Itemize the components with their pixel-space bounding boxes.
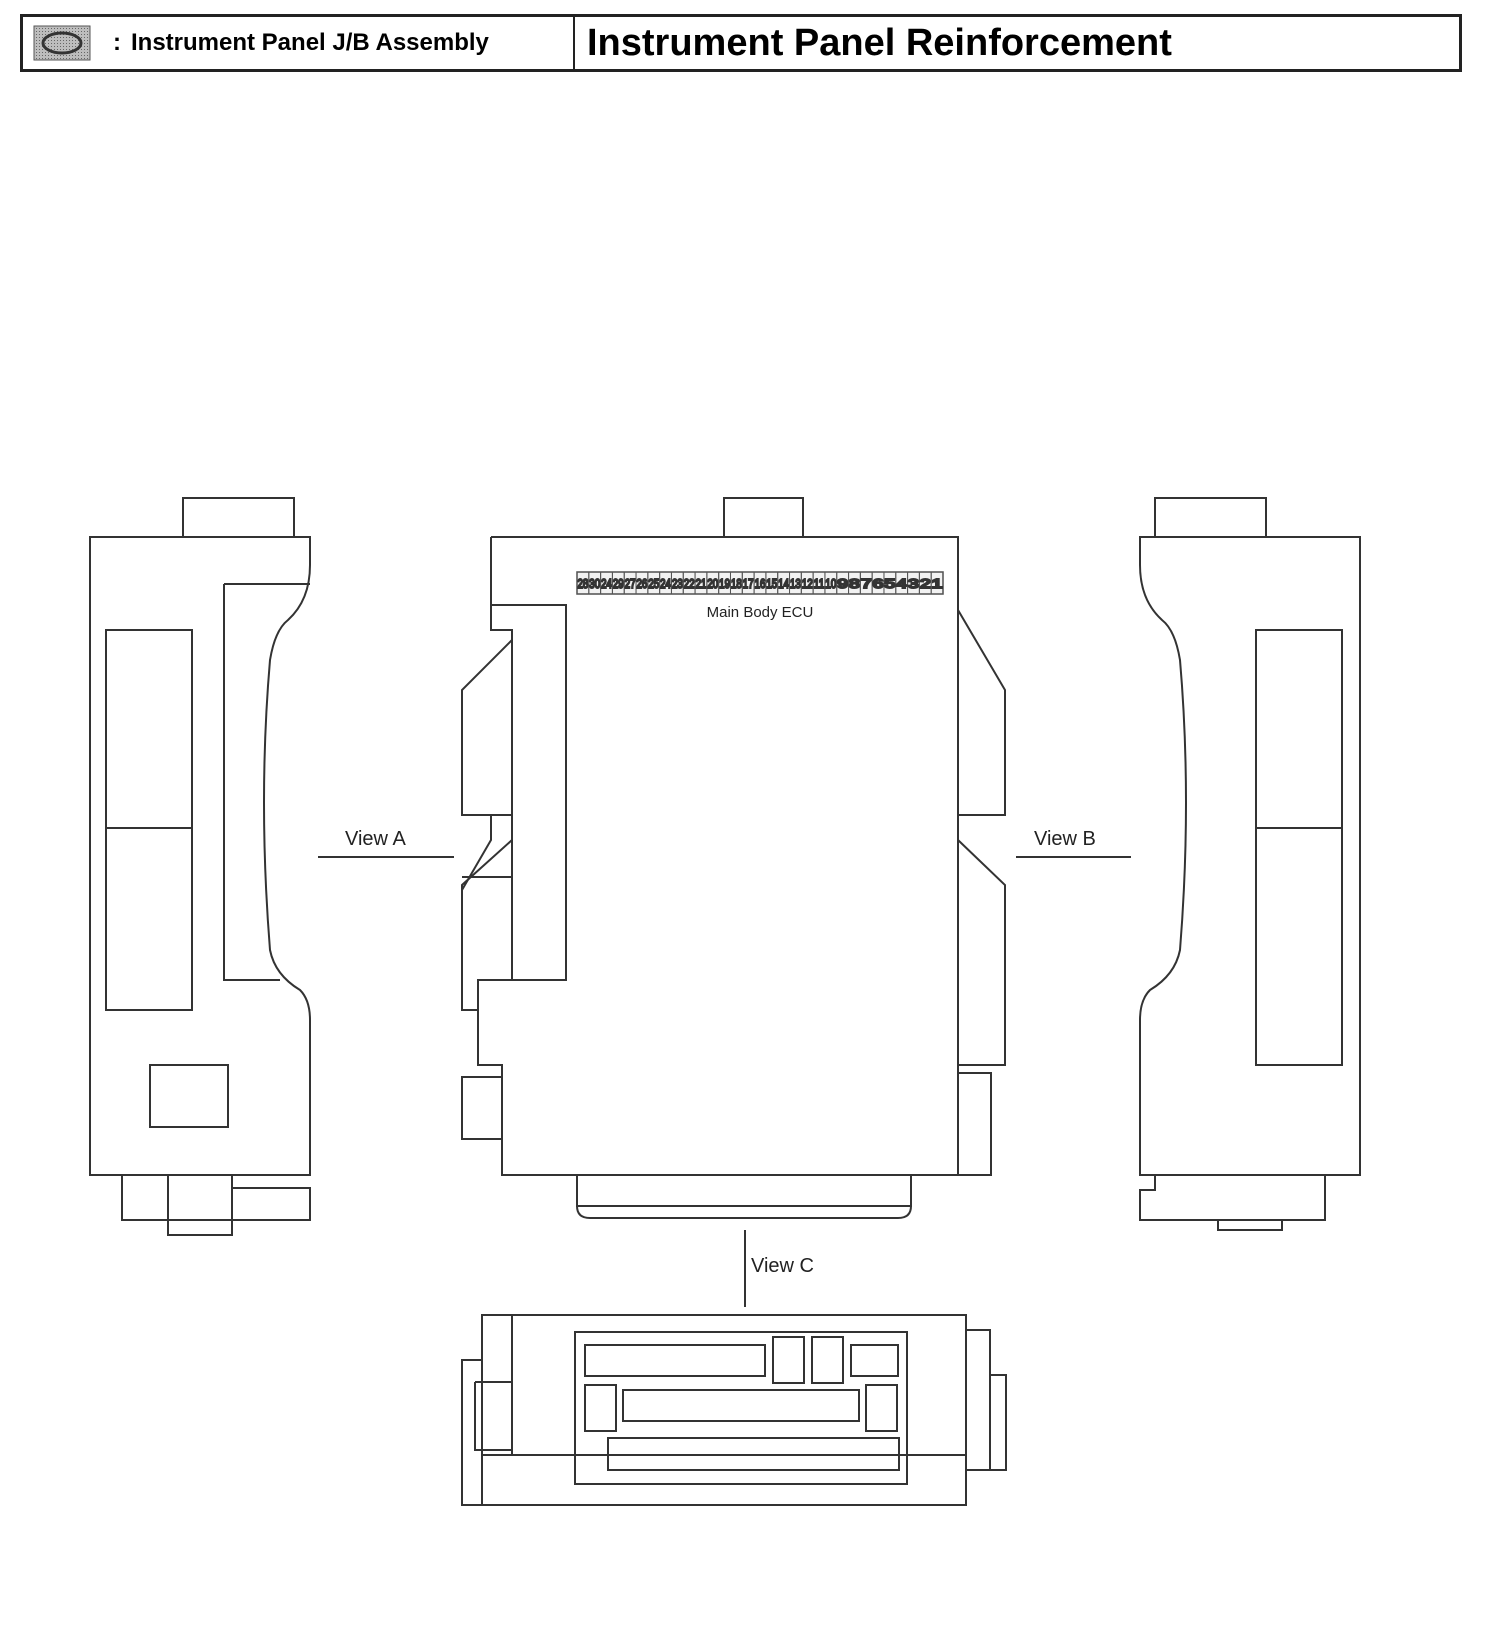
- connector-pin-number: 13: [790, 576, 801, 591]
- connector-pin-number: 22: [684, 576, 695, 591]
- connector-pin-number: 7: [861, 576, 872, 591]
- connector-pin-number: 29: [613, 576, 624, 591]
- ecu-label: Main Body ECU: [707, 604, 814, 621]
- header-bar: : Instrument Panel J/B Assembly Instrume…: [20, 14, 1462, 72]
- connector-pin-number: 5: [884, 576, 895, 591]
- connector-pin-number: 4: [896, 576, 907, 591]
- view-a-label: View A: [345, 828, 406, 850]
- connector-pin-number: 24: [601, 576, 612, 591]
- connector-pin-number: 6: [873, 576, 884, 591]
- view-c-label: View C: [751, 1255, 814, 1277]
- connector-pin-number: 2: [920, 576, 931, 591]
- connector-pin-number: 15: [766, 576, 777, 591]
- connector-pin-number: 11: [814, 576, 825, 591]
- connector-pin-number: 26: [637, 576, 648, 591]
- connector-pin-number: 9: [837, 576, 848, 591]
- page-title: Instrument Panel Reinforcement: [587, 21, 1172, 64]
- connector-pin-number: 28: [577, 576, 588, 591]
- view-b-label: View B: [1034, 828, 1096, 850]
- connector-pin-number: 18: [731, 576, 742, 591]
- connector-pin-number: 23: [672, 576, 683, 591]
- connector-pin-number: 12: [802, 576, 813, 591]
- connector-pin-number: 21: [696, 576, 707, 591]
- connector-pin-number: 24: [660, 576, 671, 591]
- connector-pin-number: 30: [589, 576, 600, 591]
- legend-label: Instrument Panel J/B Assembly: [131, 29, 489, 56]
- bottom-view: [461, 1314, 1007, 1506]
- left-side-view: [89, 497, 311, 1236]
- connector-pin-number: 19: [719, 576, 730, 591]
- jb-legend-swatch-icon: [33, 25, 91, 61]
- connector-pin-number: 16: [755, 576, 766, 591]
- connector-pin-number: 17: [743, 576, 754, 591]
- connector-pin-cell: [930, 571, 944, 595]
- connector-pin-number: 27: [625, 576, 636, 591]
- connector-pin-number: 25: [648, 576, 659, 591]
- title-cell: Instrument Panel Reinforcement: [575, 17, 1459, 69]
- legend-cell: : Instrument Panel J/B Assembly: [23, 17, 575, 69]
- connector-pin-number: 8: [849, 576, 860, 591]
- connector-pin-number: 3: [908, 576, 919, 591]
- connector-pin-number: 14: [778, 576, 789, 591]
- connector-pin-number: 1: [932, 576, 943, 591]
- legend-colon: :: [113, 29, 121, 56]
- connector-pin-number: 10: [825, 576, 836, 591]
- connector-pin-number: 20: [707, 576, 718, 591]
- right-side-view: [1139, 497, 1361, 1231]
